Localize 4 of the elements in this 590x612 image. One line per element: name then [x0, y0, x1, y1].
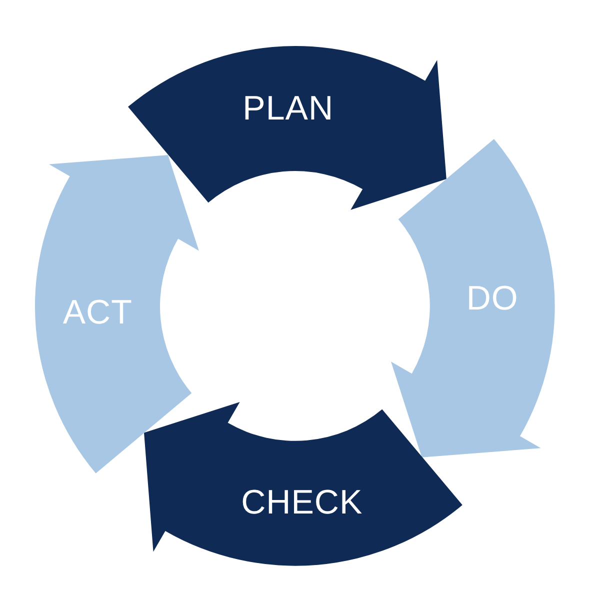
stage-label: DO	[466, 280, 518, 319]
stage-label: PLAN	[242, 89, 334, 128]
stage-label: CHECK	[241, 484, 363, 523]
stage-label: ACT	[62, 293, 132, 332]
